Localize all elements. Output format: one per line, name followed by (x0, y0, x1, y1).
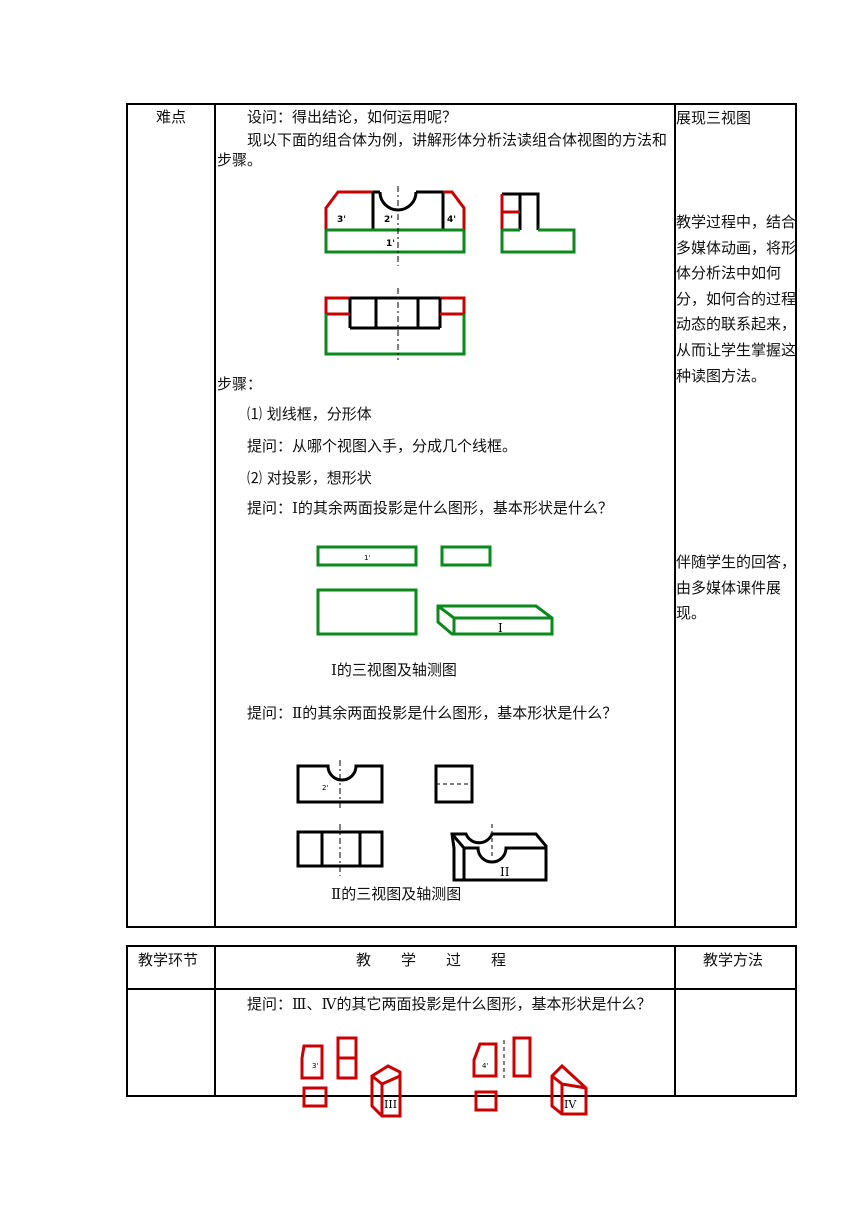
label-part1: 1' (386, 239, 395, 249)
lesson-table-difficulty (126, 103, 797, 928)
part2-three-views-figure: 2' II (296, 760, 548, 882)
note-multimedia-method: 教学过程中，结合多媒体动画，将形体分析法中如何分，如何合的过程动态的联系起来，从… (676, 213, 797, 385)
label-part2: 2' (384, 215, 393, 225)
row-label-difficulty: 难点 (156, 108, 187, 126)
label-roman3: III (384, 1098, 397, 1111)
top-view-figure (324, 288, 466, 360)
label-part1-small: 1' (364, 554, 370, 562)
header-divider (128, 988, 795, 990)
col-divider-2 (674, 947, 676, 1095)
label-part3: 3' (337, 215, 346, 225)
note-courseware: 伴随学生的回答，由多媒体课件展现。 (676, 553, 797, 623)
label-roman2: II (500, 865, 510, 879)
question-part3-part4: 提问：Ⅲ、Ⅳ的其它两面投影是什么图形，基本形状是什么？ (247, 995, 652, 1013)
front-view-figure: 3' 2' 4' 1' (324, 186, 466, 266)
label-part2-small: 2' (322, 784, 328, 792)
note-show-views: 展现三视图 (676, 109, 752, 127)
caption-part1: Ⅰ的三视图及轴测图 (331, 661, 457, 679)
label-part4-small: 4' (482, 1062, 488, 1070)
question-which-view: 提问：从哪个视图入手，分成几个线框。 (247, 437, 518, 455)
method-intro: 现以下面的组合体为例，讲解形体分析法读组合体视图的方法和步骤。 (217, 131, 668, 169)
question-part2: 提问：Ⅱ的其余两面投影是什么图形，基本形状是什么？ (247, 704, 618, 722)
header-teaching-method: 教学方法 (703, 951, 764, 969)
question-intro: 设问：得出结论，如何运用呢？ (247, 108, 458, 126)
caption-part2: Ⅱ的三视图及轴测图 (331, 885, 462, 903)
col-divider-1 (214, 947, 216, 1095)
col-divider-2 (674, 105, 676, 926)
label-roman1: I (498, 621, 503, 635)
part1-three-views-figure: 1' I (316, 545, 554, 636)
header-teaching-process: 教 学 过 程 (356, 951, 507, 969)
header-teaching-phase: 教学环节 (138, 951, 199, 969)
col-divider-1 (214, 105, 216, 926)
part3-part4-figures: 3' III 4' IV (300, 1036, 588, 1118)
step1-text: ⑴ 划线框，分形体 (247, 405, 372, 423)
label-roman4: IV (564, 1098, 577, 1111)
steps-title: 步骤： (217, 375, 263, 393)
label-part4: 4' (447, 215, 456, 225)
question-part1: 提问：Ⅰ的其余两面投影是什么图形，基本形状是什么？ (247, 499, 613, 517)
step2-text: ⑵ 对投影，想形状 (247, 469, 372, 487)
label-part3-small: 3' (312, 1062, 318, 1070)
lesson-table-process (126, 945, 797, 1097)
side-view-figure (500, 192, 576, 254)
